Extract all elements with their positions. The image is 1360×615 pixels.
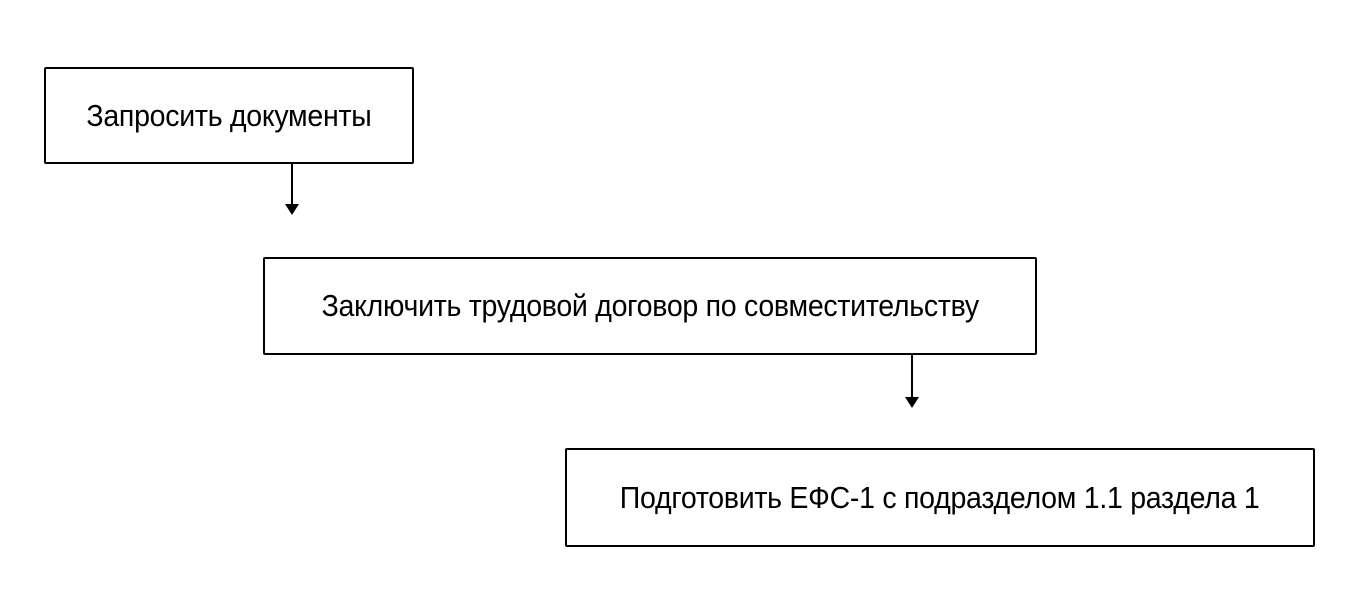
- arrow-line: [911, 355, 913, 397]
- down-arrow-connector-1: [285, 164, 299, 215]
- flow-node-request-documents: Запросить документы: [44, 67, 414, 164]
- arrow-line: [291, 164, 293, 204]
- flow-node-label: Заключить трудовой договор по совместите…: [321, 288, 979, 324]
- flow-node-conclude-contract: Заключить трудовой договор по совместите…: [263, 257, 1037, 355]
- flow-node-label: Подготовить ЕФС-1 с подразделом 1.1 разд…: [620, 479, 1260, 515]
- down-arrow-connector-2: [905, 355, 919, 408]
- arrow-head-icon: [905, 397, 919, 408]
- flow-node-prepare-efs1: Подготовить ЕФС-1 с подразделом 1.1 разд…: [565, 448, 1315, 547]
- arrow-head-icon: [285, 204, 299, 215]
- flow-node-label: Запросить документы: [86, 97, 372, 133]
